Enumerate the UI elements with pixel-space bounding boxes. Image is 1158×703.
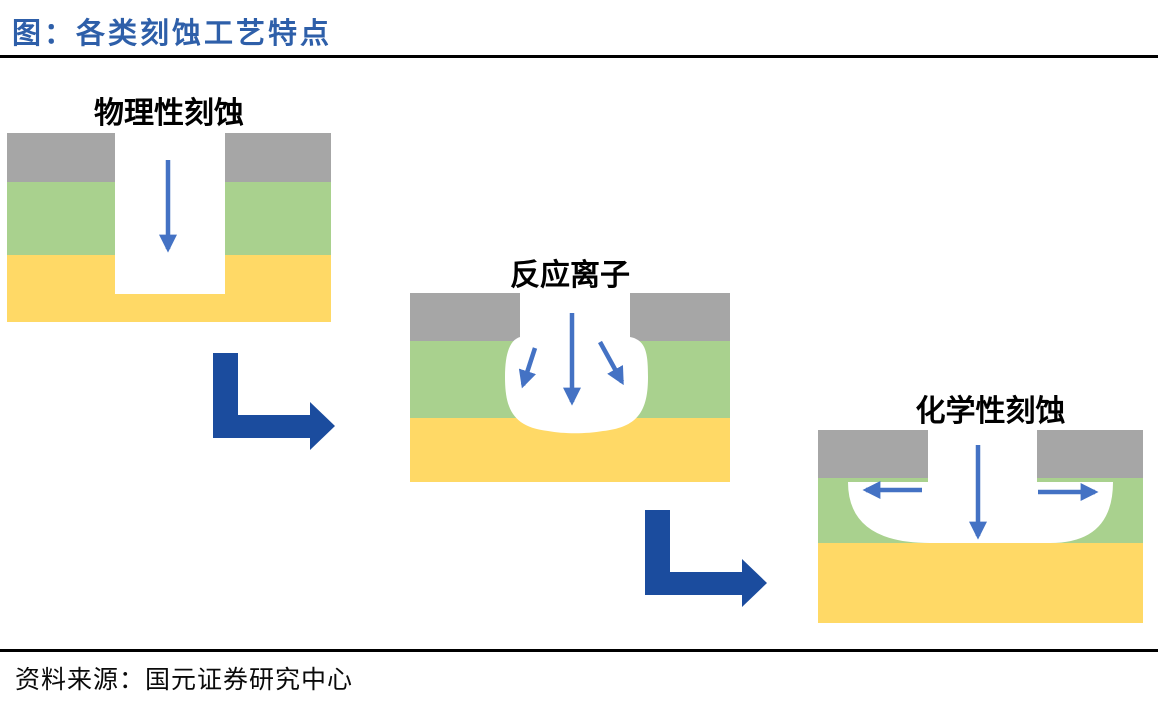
label-chemical-etching: 化学性刻蚀	[915, 395, 1066, 428]
figure-title: 图：各类刻蚀工艺特点	[12, 18, 333, 50]
etched-undercut-bowl-white	[848, 430, 1113, 543]
diagram-chemical-etching	[818, 430, 1143, 623]
substrate-layer-yellow	[818, 543, 1143, 623]
footer-rule	[0, 649, 1158, 652]
elbow-arrow-shape	[645, 510, 767, 607]
title-rule	[0, 55, 1158, 58]
down-left-arrow-icon	[518, 347, 538, 389]
diagram-physical-etching	[7, 133, 331, 322]
elbow-arrow-icon	[645, 510, 767, 607]
label-physical-etching: 物理性刻蚀	[94, 97, 244, 130]
elbow-arrow-shape	[213, 353, 335, 450]
source-attribution: 资料来源：国元证券研究中心	[15, 667, 354, 694]
elbow-arrow-icon	[213, 353, 335, 450]
etched-bulb-white	[505, 293, 648, 434]
down-right-arrow-icon	[598, 340, 624, 386]
diagram-reactive-ion-etching	[410, 293, 730, 482]
mask-block-right-gray	[1037, 430, 1143, 478]
label-reactive-ion: 反应离子	[510, 259, 630, 292]
mask-block-left-gray	[818, 430, 928, 478]
